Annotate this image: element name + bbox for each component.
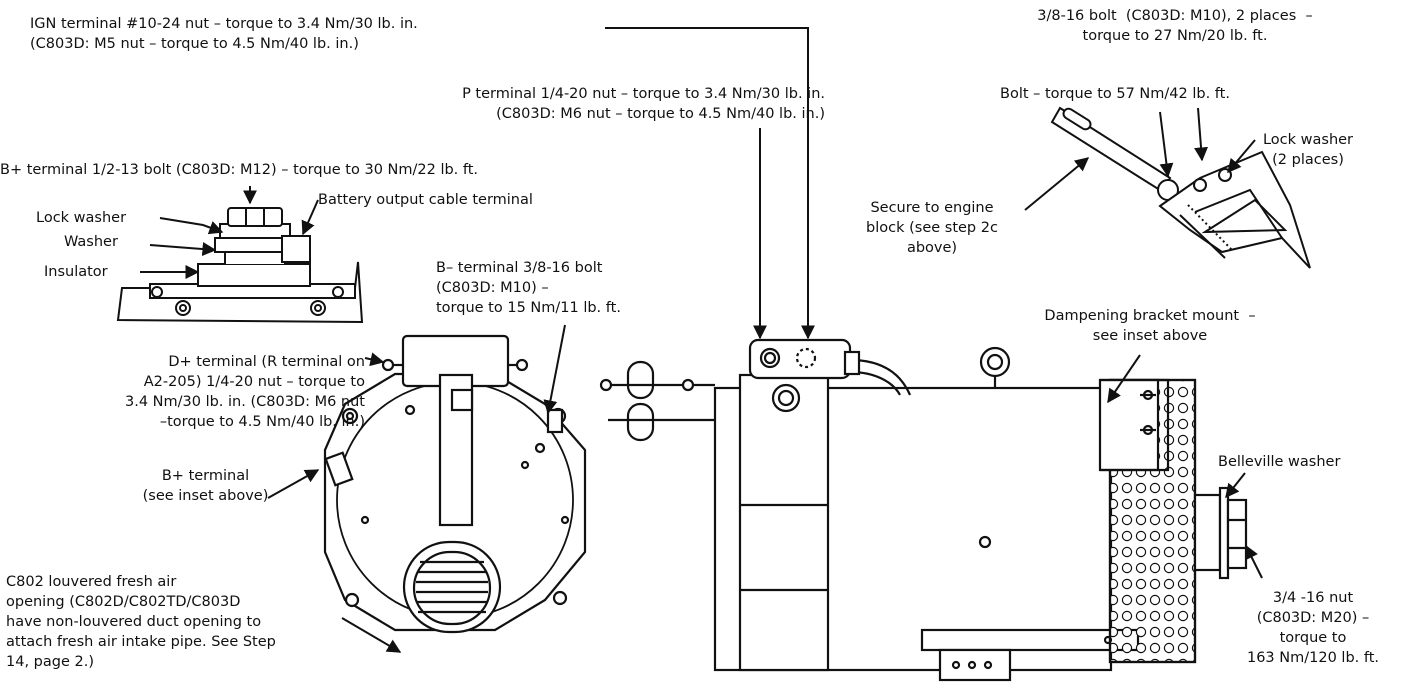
insulator-label: Insulator bbox=[44, 264, 108, 280]
belleville-washer-label: Belleville washer bbox=[1218, 454, 1341, 470]
lock-washer-2-label: Lock washer (2 places) bbox=[1262, 132, 1354, 168]
washer-label: Washer bbox=[64, 234, 118, 250]
bminus-terminal-label: B– terminal 3/8-16 bolt (C803D: M10) – t… bbox=[436, 260, 621, 316]
fresh-air-opening-label: C802 louvered fresh air opening (C802D/C… bbox=[6, 574, 276, 670]
alternator-end-view bbox=[323, 334, 587, 634]
dplus-terminal-label: D+ terminal (R terminal on A2-205) 1/4-2… bbox=[124, 354, 365, 430]
bplus-bolt-label: B+ terminal 1/2-13 bolt (C803D: M12) – t… bbox=[0, 162, 479, 178]
p-terminal-label: P terminal 1/4-20 nut – torque to 3.4 Nm… bbox=[462, 86, 825, 122]
bolt-57-label: Bolt – torque to 57 Nm/42 lb. ft. bbox=[1000, 86, 1230, 102]
battery-output-label: Battery output cable terminal bbox=[318, 192, 533, 208]
dampening-bracket-label: Dampening bracket mount – see inset abov… bbox=[1044, 308, 1256, 344]
secure-engine-label: Secure to engine block (see step 2c abov… bbox=[866, 200, 998, 256]
lock-washer-inset-label: Lock washer bbox=[36, 210, 127, 226]
bplus-see-inset-label: B+ terminal (see inset above) bbox=[142, 468, 269, 504]
bracket-inset bbox=[1050, 106, 1311, 269]
bracket-bolt-label: 3/8-16 bolt (C803D: M10), 2 places – tor… bbox=[1037, 8, 1313, 44]
bplus-terminal-inset bbox=[116, 207, 364, 324]
ign-terminal-label: IGN terminal #10-24 nut – torque to 3.4 … bbox=[30, 16, 418, 52]
leader-lines bbox=[140, 27, 1263, 653]
alternator-side-view bbox=[599, 338, 1248, 682]
nut-34-label: 3/4 -16 nut (C803D: M20) – torque to 163… bbox=[1246, 590, 1380, 666]
